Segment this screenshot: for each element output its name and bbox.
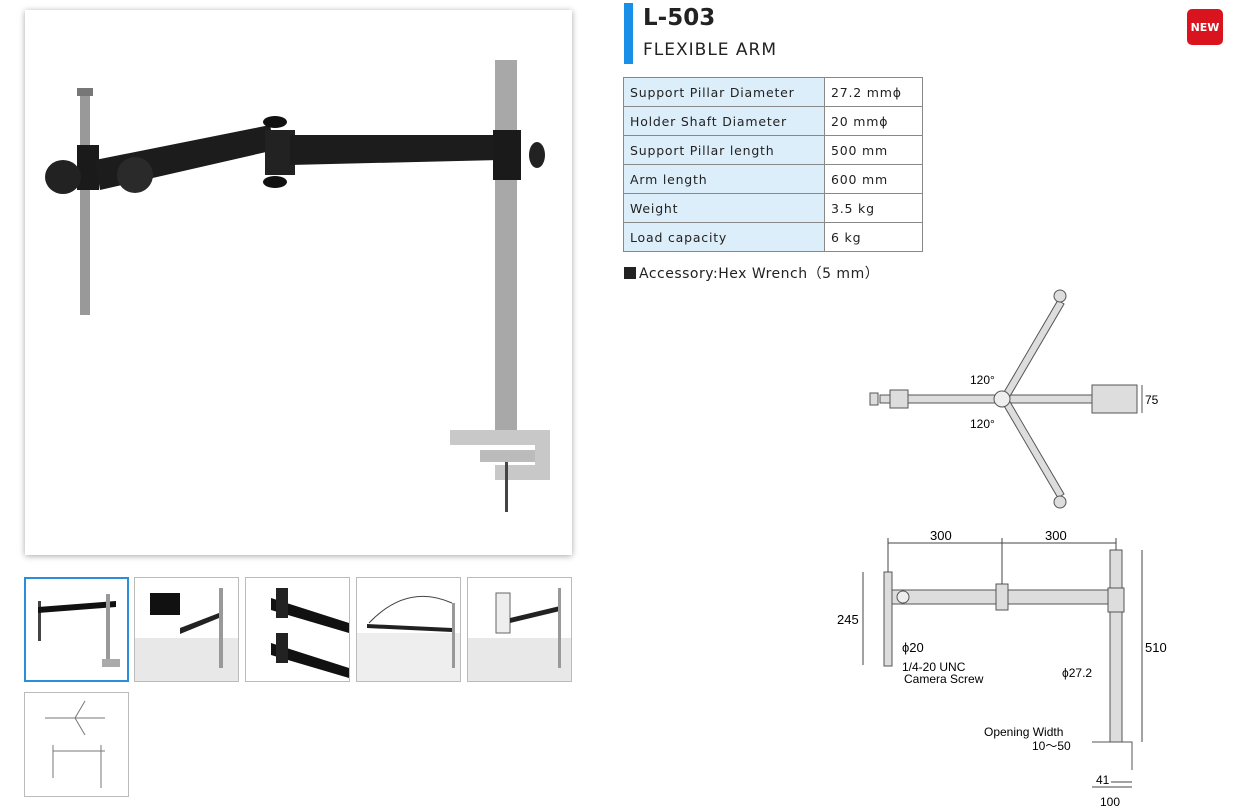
thumbnail-5[interactable] — [467, 577, 572, 682]
side-view-diagram: 300 300 245 ϕ20 1/4-20 UNC Camera Screw … — [837, 528, 1167, 809]
title-accent-bar — [624, 3, 633, 64]
accessory-note: Accessory:Hex Wrench（5 mm） — [624, 263, 879, 283]
spec-value: 27.2 mmϕ — [824, 77, 923, 107]
spec-value: 3.5 kg — [824, 193, 923, 223]
top-view-diagram: 120° 120° 75 — [869, 289, 1159, 509]
spec-label: Arm length — [623, 164, 825, 194]
bullet-square-icon — [624, 267, 636, 279]
thumbnail-6[interactable] — [24, 692, 129, 797]
shaft-diameter: ϕ20 — [902, 640, 924, 655]
product-subtitle: FLEXIBLE ARM — [643, 40, 778, 60]
dim-245: 245 — [837, 612, 859, 627]
spec-value: 600 mm — [824, 164, 923, 194]
spec-value: 20 mmϕ — [824, 106, 923, 136]
dim-300-right: 300 — [1045, 528, 1067, 543]
angle-label-1: 120° — [970, 373, 995, 387]
dim-100: 100 — [1100, 795, 1120, 809]
screw-label-2: Camera Screw — [904, 672, 984, 686]
dim-510: 510 — [1145, 640, 1167, 655]
dim-41: 41 — [1096, 773, 1110, 787]
spec-label: Load capacity — [623, 222, 825, 252]
flexible-arm-photo — [45, 60, 550, 512]
thumbnail-3[interactable] — [245, 577, 350, 682]
spec-label: Support Pillar length — [623, 135, 825, 165]
screw-label-1: 1/4-20 UNC — [902, 660, 966, 674]
angle-label-2: 120° — [970, 417, 995, 431]
pillar-diameter: ϕ27.2 — [1062, 666, 1092, 680]
thumbnail-2[interactable] — [134, 577, 239, 682]
width-label: 75 — [1145, 393, 1159, 407]
spec-label: Support Pillar Diameter — [623, 77, 825, 107]
dim-300-left: 300 — [930, 528, 952, 543]
main-product-image — [25, 10, 572, 555]
spec-value: 500 mm — [824, 135, 923, 165]
product-model: L-503 — [643, 5, 716, 31]
spec-label: Holder Shaft Diameter — [623, 106, 825, 136]
thumbnail-4[interactable] — [356, 577, 461, 682]
opening-label: Opening Width — [984, 725, 1063, 739]
opening-range: 10～50 — [1032, 739, 1071, 753]
thumbnail-1[interactable] — [24, 577, 129, 682]
spec-value: 6 kg — [824, 222, 923, 252]
new-badge: NEW — [1187, 9, 1223, 45]
spec-label: Weight — [623, 193, 825, 223]
